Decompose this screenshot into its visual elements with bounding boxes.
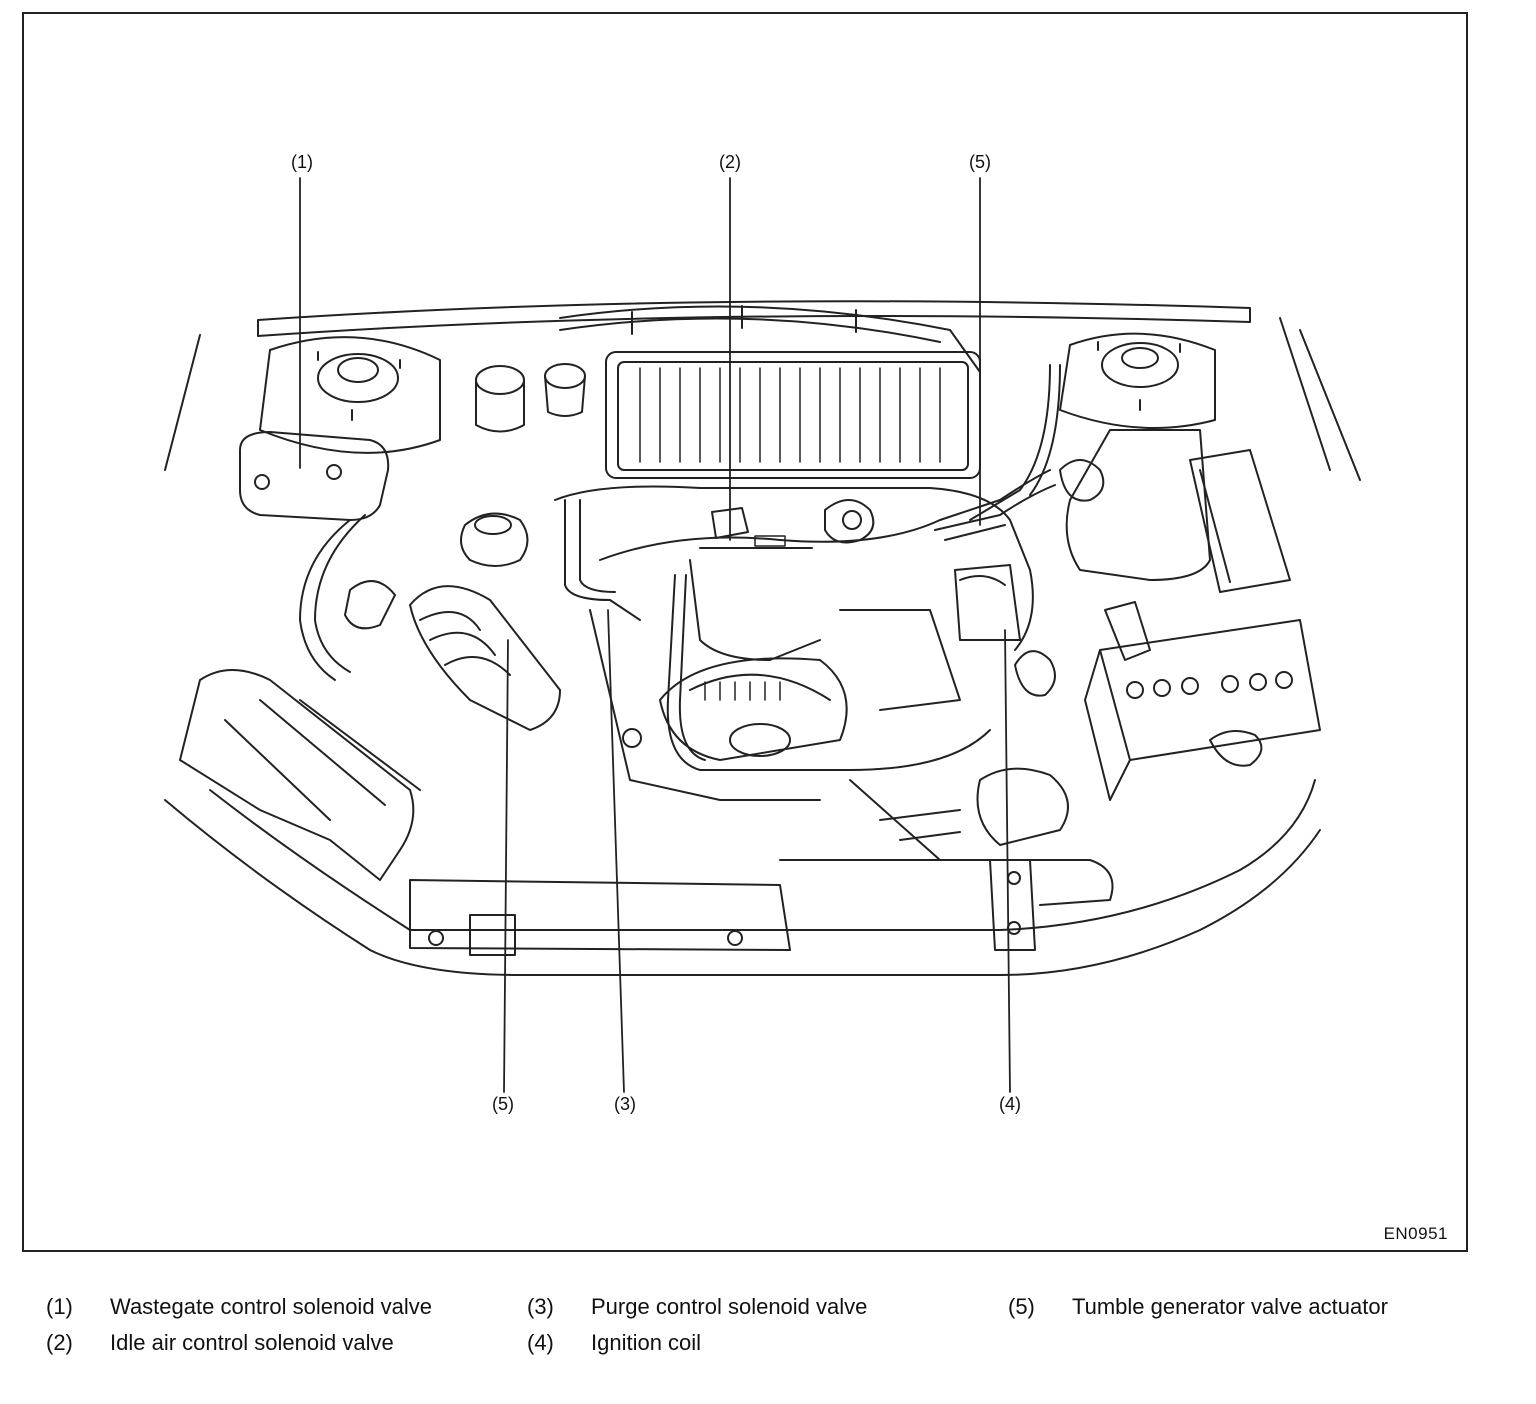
- legend-label: Idle air control solenoid valve: [110, 1330, 394, 1355]
- legend-number: (1): [46, 1294, 73, 1319]
- legend-number: (5): [1008, 1294, 1035, 1319]
- oil-cap: [1014, 650, 1056, 697]
- legend-item-2: (2) Idle air control solenoid valve: [46, 1330, 394, 1356]
- legend-item-1: (1) Wastegate control solenoid valve: [46, 1294, 432, 1320]
- washer-tank: [1059, 429, 1211, 581]
- hose-left-long: [299, 514, 366, 681]
- callout-2-top: (2): [719, 152, 741, 172]
- figure-code: EN0951: [1383, 1224, 1448, 1243]
- hose-vertical: [666, 574, 991, 771]
- exhaust-pipe: [976, 767, 1069, 846]
- ignition-coil: [954, 564, 1021, 641]
- coolant-cap: [460, 512, 529, 567]
- legend-item-3: (3) Purge control solenoid valve: [527, 1294, 867, 1320]
- left-strut-tower: [259, 336, 441, 454]
- leader-5-bottom: [503, 639, 509, 1093]
- cowl-line: [164, 317, 1361, 481]
- callout-5-bottom: (5): [492, 1094, 514, 1114]
- figure-frame: EN0951: [22, 12, 1468, 1252]
- right-strut-tower: [1059, 332, 1216, 429]
- hose-center: [564, 499, 641, 621]
- left-reservoir: [475, 363, 586, 433]
- legend-label: Tumble generator valve actuator: [1072, 1294, 1388, 1319]
- legend-number: (2): [46, 1330, 73, 1355]
- legend-label: Wastegate control solenoid valve: [110, 1294, 433, 1319]
- callout-5-top: (5): [969, 152, 991, 172]
- inner-contour: [209, 779, 1316, 931]
- legend-label: Ignition coil: [591, 1330, 702, 1355]
- wiring-harness: [934, 469, 1056, 541]
- fuse-box: [1189, 449, 1291, 593]
- intercooler-brackets: [631, 305, 857, 335]
- legend-number: (3): [527, 1294, 554, 1319]
- leader-4: [1004, 629, 1011, 1093]
- engine-lower: [849, 779, 961, 861]
- callout-1-top: (1): [291, 152, 313, 172]
- legend-item-5: (5) Tumble generator valve actuator: [1008, 1294, 1388, 1320]
- legend-item-4: (4) Ignition coil: [527, 1330, 701, 1356]
- legend-label: Purge control solenoid valve: [591, 1294, 868, 1319]
- engine-block: [554, 485, 1034, 801]
- intake-duct: [179, 580, 561, 881]
- callout-3-bottom: (3): [614, 1094, 636, 1114]
- legend: (1) Wastegate control solenoid valve (2) I…: [0, 1294, 1536, 1384]
- engine-bay-drawing: [164, 177, 1361, 1093]
- iac-solenoid: [699, 499, 875, 549]
- callout-4-bottom: (4): [999, 1094, 1021, 1114]
- body-contour: [164, 799, 1321, 976]
- hood-edge: [257, 300, 1251, 337]
- radiator-support: [409, 859, 1114, 956]
- hose-right: [969, 364, 1061, 521]
- wastegate-bracket: [239, 431, 390, 521]
- battery: [1084, 601, 1321, 801]
- intercooler-hose-top: [559, 305, 981, 373]
- legend-number: (4): [527, 1330, 554, 1355]
- intercooler: [605, 351, 981, 479]
- leader-3: [607, 609, 625, 1093]
